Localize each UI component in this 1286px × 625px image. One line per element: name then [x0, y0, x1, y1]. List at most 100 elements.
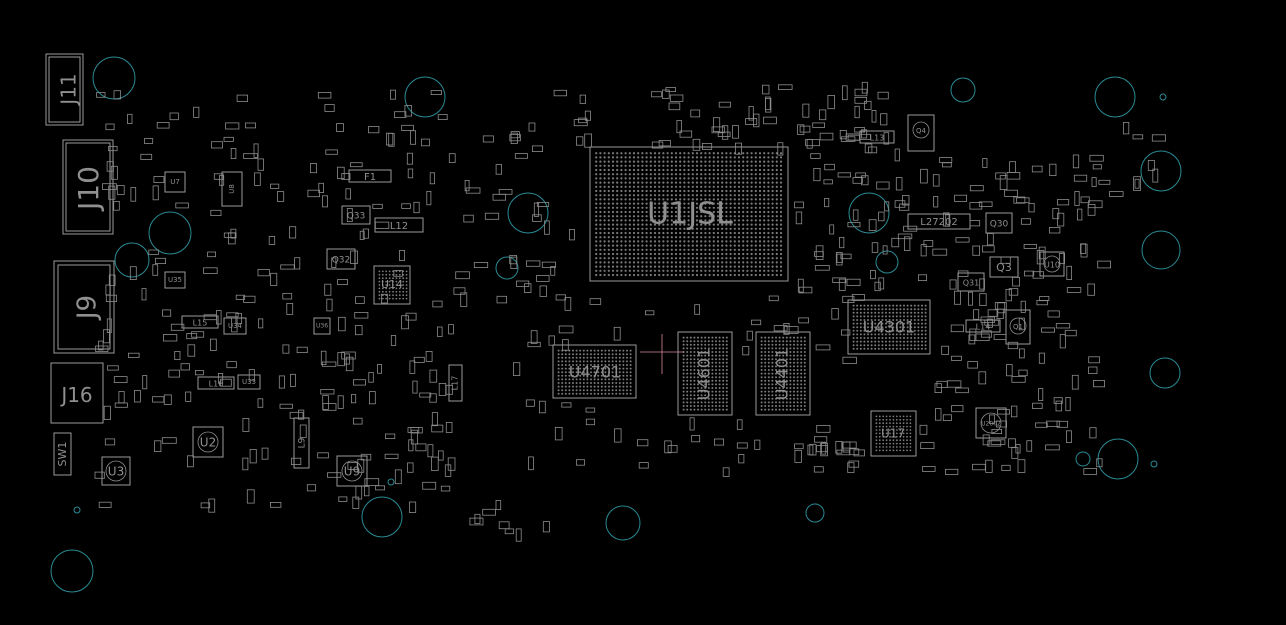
bga-ball [750, 269, 753, 272]
passive-footprint [242, 418, 250, 432]
bga-ball [796, 408, 799, 411]
bga-ball [666, 202, 669, 205]
transistor-q33[interactable]: Q33 [341, 205, 371, 225]
transistor-q4[interactable]: Q4 [907, 114, 935, 152]
chip-u35[interactable]: U35 [164, 271, 186, 289]
memory-u4701[interactable]: U4701 [552, 344, 637, 399]
bga-ball [910, 333, 913, 336]
bga-ball [658, 273, 661, 277]
bga-ball [604, 389, 607, 392]
passive-footprint [736, 442, 748, 449]
bga-ball [721, 198, 724, 201]
bga-ball [637, 181, 640, 184]
passive-footprint [1001, 464, 1011, 471]
bga-ball [910, 308, 913, 311]
inductor-l12[interactable]: L12 [374, 217, 424, 233]
chip-u2[interactable]: U2 [192, 426, 224, 458]
bga-ball [863, 311, 866, 314]
inductor-l9[interactable]: L9 [293, 417, 310, 469]
bga-ball [686, 372, 689, 375]
connector-j11[interactable]: J11 [45, 53, 84, 126]
passive-footprint [985, 459, 993, 473]
bga-ball [679, 189, 682, 193]
transistor-q1[interactable]: Q1 [1005, 309, 1031, 345]
inductor-l15[interactable]: L15 [181, 315, 219, 329]
passive-footprint [943, 212, 950, 227]
passive-footprint [338, 316, 346, 332]
bga-ball [733, 223, 736, 226]
transistor-q30[interactable]: Q30 [985, 212, 1013, 234]
chip-u9[interactable]: U9 [336, 455, 368, 487]
bga-ball [691, 261, 694, 264]
bga-ball [892, 344, 895, 347]
bga-ball [711, 401, 714, 404]
transistor-q3[interactable]: Q3 [989, 256, 1019, 278]
bga-ball [782, 379, 785, 382]
bga-ball [711, 369, 714, 371]
bga-ball [793, 351, 795, 353]
bga-ball [632, 273, 636, 277]
bga-ball [385, 284, 388, 286]
bga-ball [615, 364, 618, 366]
chip-u36[interactable]: U36 [313, 317, 331, 335]
bga-ball [782, 351, 785, 353]
bga-ball [693, 358, 696, 361]
bga-ball [395, 273, 398, 276]
bga-ball [760, 387, 763, 389]
passive-footprint [1152, 168, 1159, 183]
passive-footprint [437, 326, 443, 337]
bga-ball [611, 353, 614, 356]
switch-sw1[interactable]: SW1 [53, 432, 72, 476]
bga-ball [608, 367, 610, 370]
bga-ball [767, 365, 770, 368]
transistor-q31[interactable]: Q31 [957, 272, 985, 292]
mounting-hole [148, 211, 192, 255]
cpu-u1jsl[interactable]: U1JSL [589, 146, 789, 282]
bga-ball [658, 160, 661, 163]
connector-j9[interactable]: J9 [53, 260, 115, 354]
passive-footprint [438, 382, 447, 396]
chip-u3[interactable]: U3 [101, 456, 131, 486]
passive-footprint [108, 274, 116, 286]
connector-j10[interactable]: J10 [62, 139, 114, 235]
inductor-l16[interactable]: L16 [197, 376, 235, 390]
bga-ball [662, 160, 665, 163]
chip-u17[interactable]: U17 [870, 410, 917, 457]
bga-ball [700, 160, 703, 163]
memory-u4301[interactable]: U4301 [847, 299, 931, 355]
bga-ball [674, 152, 678, 155]
passive-footprint [941, 345, 950, 355]
bga-ball [691, 215, 694, 218]
bga-ball [666, 164, 669, 167]
inductor-l27202[interactable]: L27202 [907, 213, 971, 230]
memory-u4401[interactable]: U4401 [755, 331, 811, 416]
bga-ball [629, 371, 632, 374]
passive-footprint [613, 326, 621, 341]
passive-footprint [762, 84, 770, 95]
fuse-f1[interactable]: F1 [348, 169, 392, 183]
chip-u7[interactable]: U7 [164, 171, 186, 193]
inductor-l17[interactable]: L17 [448, 364, 463, 402]
bga-ball [616, 168, 619, 172]
bga-ball [695, 202, 699, 205]
bga-ball [921, 319, 923, 321]
passive-footprint [246, 489, 255, 504]
passive-footprint [341, 172, 351, 180]
connector-j16[interactable]: J16 [50, 362, 104, 424]
passive-footprint [108, 185, 116, 200]
bga-ball [582, 389, 585, 392]
transistor-q32[interactable]: Q32 [326, 248, 356, 270]
bga-ball [767, 397, 770, 400]
memory-u4601[interactable]: U4601 [677, 331, 733, 416]
inductor-l14[interactable]: L14 [965, 319, 1001, 333]
chip-u8[interactable]: U8 [221, 171, 243, 207]
bga-ball [711, 394, 714, 397]
bga-ball [796, 387, 799, 389]
bga-ball [775, 273, 778, 277]
bga-ball [392, 294, 394, 297]
bga-ball [800, 387, 803, 389]
bga-ball [796, 361, 799, 364]
bga-ball [729, 252, 732, 256]
chip-u14[interactable]: U14 [373, 265, 411, 305]
chip-u2002[interactable]: U2002 [975, 407, 1007, 439]
